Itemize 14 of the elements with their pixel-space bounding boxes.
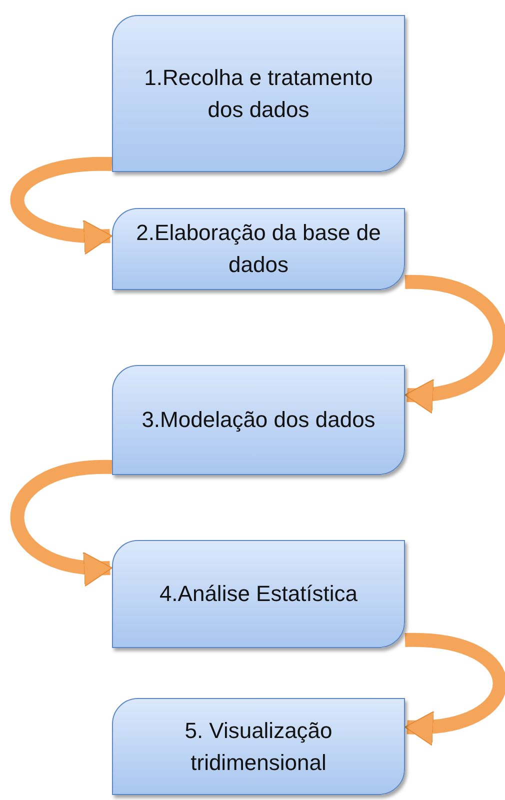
curved-arrow xyxy=(10,460,112,585)
curved-arrow xyxy=(404,633,505,744)
process-box xyxy=(112,15,405,172)
process-box xyxy=(112,698,405,795)
step-label: 4.Análise Estatística xyxy=(159,580,358,608)
step-label: 1.Recolha e tratamento dos dados xyxy=(143,64,374,124)
curved-arrow xyxy=(10,157,112,254)
process-box xyxy=(112,365,405,475)
step-label: 3.Modelação dos dados xyxy=(142,406,376,434)
step-label: 2.Elaboração da base de dados xyxy=(135,219,382,279)
curved-arrow xyxy=(404,275,505,412)
process-box xyxy=(112,208,405,290)
process-box xyxy=(112,540,405,648)
step-label: 5. Visualização tridimensional xyxy=(184,716,334,776)
